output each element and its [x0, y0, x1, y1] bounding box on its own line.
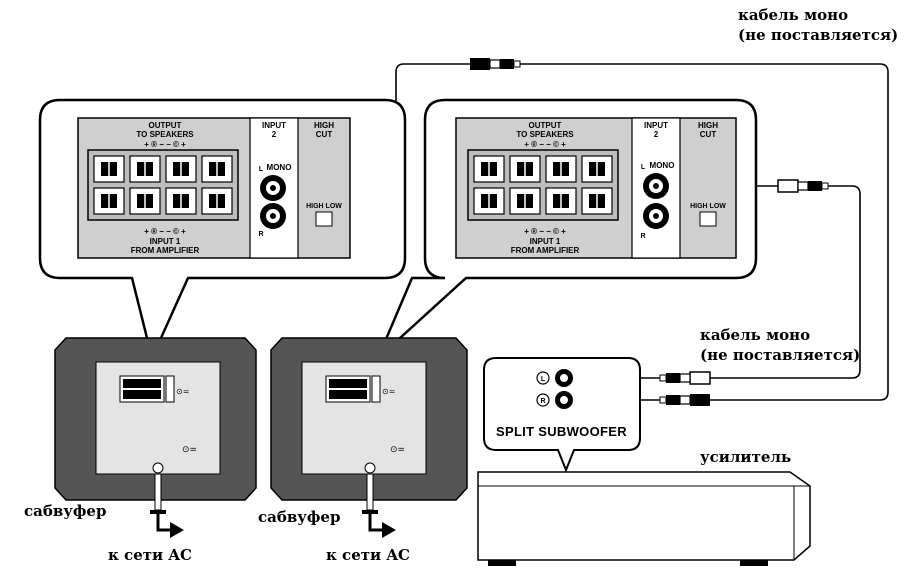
subwoofer-left: ⊙= ⊙=	[54, 337, 257, 511]
panel-left-polarity-top: + ® − − © +	[144, 140, 186, 149]
split-subwoofer-label: SPLIT SUBWOOFER	[496, 424, 627, 439]
panel-left-polarity-bottom: + ® − − © +	[144, 227, 186, 236]
amplifier-box	[477, 471, 811, 566]
panel-left-input1-1: INPUT 1	[150, 237, 181, 246]
panel-right-input1-1: INPUT 1	[530, 237, 561, 246]
ac-plug-icon	[362, 510, 396, 538]
panel-left-highcut-2: CUT	[316, 130, 333, 139]
amp-callout	[483, 357, 641, 473]
amp-jack-r-label: R	[540, 398, 545, 405]
panel-right-mono: MONO	[650, 161, 675, 170]
ac-left-label: к сети AC	[108, 546, 192, 564]
cable-mono-mid-label-1: кабель моно	[700, 326, 811, 344]
panel-right-highcut-2: CUT	[700, 130, 717, 139]
panel-right-highcut-1: HIGH	[698, 121, 718, 130]
cable-mono-mid-label-2: (не поставляется)	[700, 346, 861, 364]
cable-mono-l	[708, 185, 861, 379]
panel-left-output-2: TO SPEAKERS	[136, 130, 194, 139]
amplifier-label: усилитель	[700, 448, 792, 466]
subwoofer-right: ⊙= ⊙=	[270, 337, 468, 511]
svg-text:⊙=: ⊙=	[390, 445, 405, 455]
rca-plug-icon	[659, 371, 711, 385]
panel-left-highcut-1: HIGH	[314, 121, 334, 130]
panel-left-input2-1: INPUT	[262, 121, 286, 130]
panel-left-jack-l: L	[259, 166, 264, 173]
rear-panel-left	[77, 117, 351, 259]
panel-right-input1-2: FROM AMPLIFIER	[511, 246, 580, 255]
panel-right-output-1: OUTPUT	[529, 121, 562, 130]
panel-left-jack-r: R	[258, 231, 263, 238]
rca-plug-icon	[777, 179, 829, 193]
svg-text:⊙=: ⊙=	[182, 445, 197, 455]
ac-plug-icon	[150, 510, 184, 538]
cable-mono-top-label-2: (не поставляется)	[738, 26, 899, 44]
subwoofer-left-label: сабвуфер	[24, 502, 107, 520]
panel-right-polarity-bottom: + ® − − © +	[524, 227, 566, 236]
panel-right-output-2: TO SPEAKERS	[516, 130, 574, 139]
panel-left-input2-2: 2	[272, 130, 277, 139]
amp-jacks	[536, 369, 573, 409]
subwoofer-right-label: сабвуфер	[258, 508, 341, 526]
panel-left-highlow: HIGH LOW	[306, 203, 342, 210]
rca-plug-icon	[469, 57, 521, 71]
panel-left-mono: MONO	[267, 163, 292, 172]
svg-text:⊙=: ⊙=	[176, 387, 189, 396]
panel-left-output-1: OUTPUT	[149, 121, 182, 130]
panel-right-jack-r: R	[640, 233, 645, 240]
svg-text:⊙=: ⊙=	[382, 387, 395, 396]
ac-right-label: к сети AC	[326, 546, 410, 564]
amp-jack-l-label: L	[541, 376, 546, 383]
panel-right-polarity-top: + ® − − © +	[524, 140, 566, 149]
panel-right-jack-l: L	[641, 164, 646, 171]
cable-mono-top-label-1: кабель моно	[738, 6, 849, 24]
panel-right-highlow: HIGH LOW	[690, 203, 726, 210]
rear-panel-right	[455, 117, 737, 259]
cable-mono-r	[520, 63, 889, 401]
panel-right-input2-2: 2	[654, 130, 659, 139]
panel-left-input1-2: FROM AMPLIFIER	[131, 246, 200, 255]
rca-plug-icon	[659, 393, 711, 407]
panel-right-input2-1: INPUT	[644, 121, 668, 130]
